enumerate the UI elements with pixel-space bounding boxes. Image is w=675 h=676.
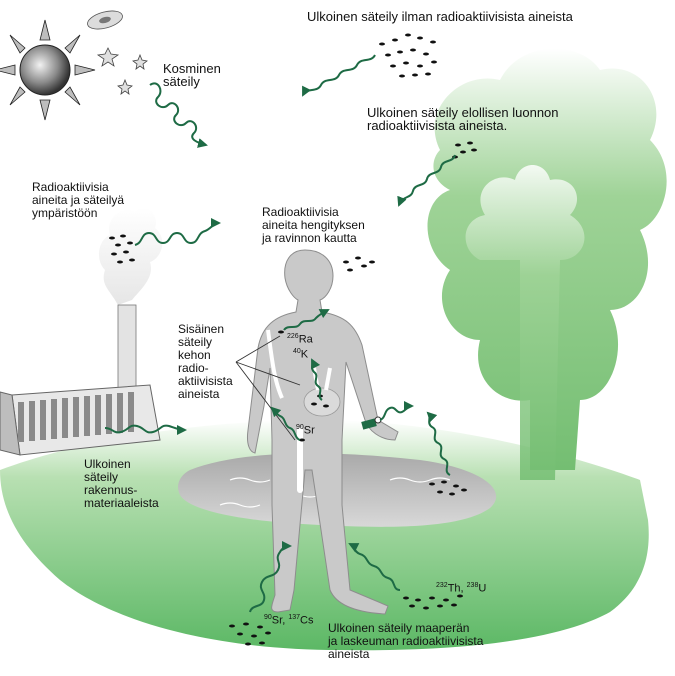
arrow-organ	[311, 358, 323, 401]
arrow-tree-ground	[426, 411, 451, 476]
label-external-no-radioactive: Ulkoinen säteily ilman radioaktiivisista…	[307, 9, 573, 24]
arrow-wrist	[379, 401, 414, 421]
particle-dots	[109, 33, 477, 646]
arrow-soil-right	[348, 543, 401, 591]
arrow-bone	[270, 406, 301, 441]
smoke	[98, 207, 163, 305]
label-emissions: Radioaktiivisia aineita ja säteilyä ympä…	[32, 180, 125, 220]
arrow-external-top	[302, 54, 376, 97]
trees	[427, 48, 667, 480]
arrow-building	[104, 424, 187, 435]
factory	[0, 384, 161, 456]
isotope-ra: 226Ra	[287, 333, 313, 346]
isotope-sr: 90Sr	[296, 424, 315, 437]
arrow-living-nature	[397, 154, 456, 207]
label-inhalation-food: Radioaktiivisia aineita hengityksen ja r…	[262, 205, 365, 245]
arrow-internal	[283, 309, 330, 331]
chimney	[117, 304, 137, 396]
arrow-cosmic	[149, 82, 208, 148]
label-soil-fallout: Ulkoinen säteily maaperän ja laskeuman r…	[328, 621, 484, 661]
isotope-sr-cs: 90Sr, 137Cs	[264, 614, 314, 627]
label-external-living-nature: Ulkoinen säteily elollisen luonnon radio…	[367, 105, 559, 133]
label-building-materials: Ulkoinen säteily rakennus- materiaaleist…	[84, 457, 159, 510]
isotope-k: 40K	[293, 348, 309, 361]
sun-icon	[0, 19, 96, 121]
galaxy-icon	[87, 10, 123, 30]
radiation-arrows	[104, 54, 456, 613]
label-cosmic: Kosminen säteily	[163, 61, 221, 89]
star-icons	[96, 47, 148, 95]
arrow-emission	[134, 218, 221, 246]
pointer-lines	[235, 335, 301, 441]
label-internal: Sisäinen säteily kehon radio- aktiivisis…	[178, 322, 233, 401]
arrow-soil-left	[249, 541, 292, 613]
isotope-th-u: 232Th, 238U	[436, 582, 487, 595]
